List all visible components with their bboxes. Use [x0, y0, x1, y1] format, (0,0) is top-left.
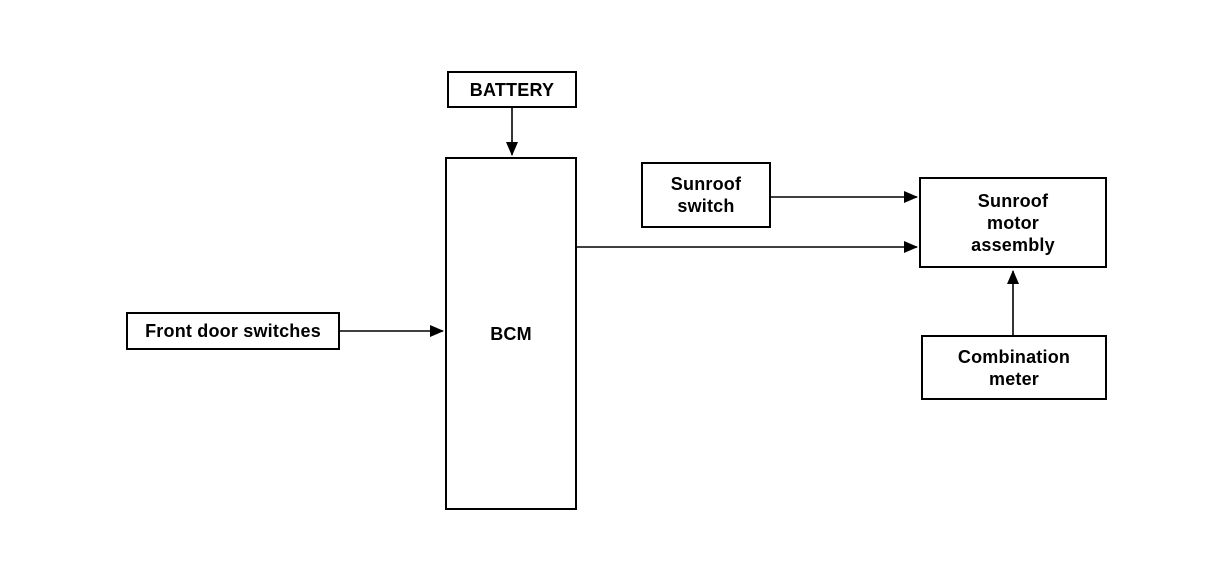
- node-sunroof-switch: Sunroof switch: [641, 162, 771, 228]
- node-battery: BATTERY: [447, 71, 577, 108]
- node-front-door-switches-label: Front door switches: [145, 321, 321, 341]
- node-sunroof-motor-assembly-label: Sunroof motor assembly: [971, 190, 1055, 255]
- node-combination-meter: Combination meter: [921, 335, 1107, 400]
- node-bcm-label: BCM: [490, 323, 532, 344]
- node-front-door-switches: Front door switches: [126, 312, 340, 350]
- node-battery-label: BATTERY: [469, 79, 555, 100]
- node-sunroof-motor-assembly: Sunroof motor assembly: [919, 177, 1107, 268]
- node-combination-meter-label: Combination meter: [957, 346, 1071, 389]
- node-bcm: BCM: [445, 157, 577, 510]
- node-sunroof-switch-label: Sunroof switch: [670, 174, 742, 216]
